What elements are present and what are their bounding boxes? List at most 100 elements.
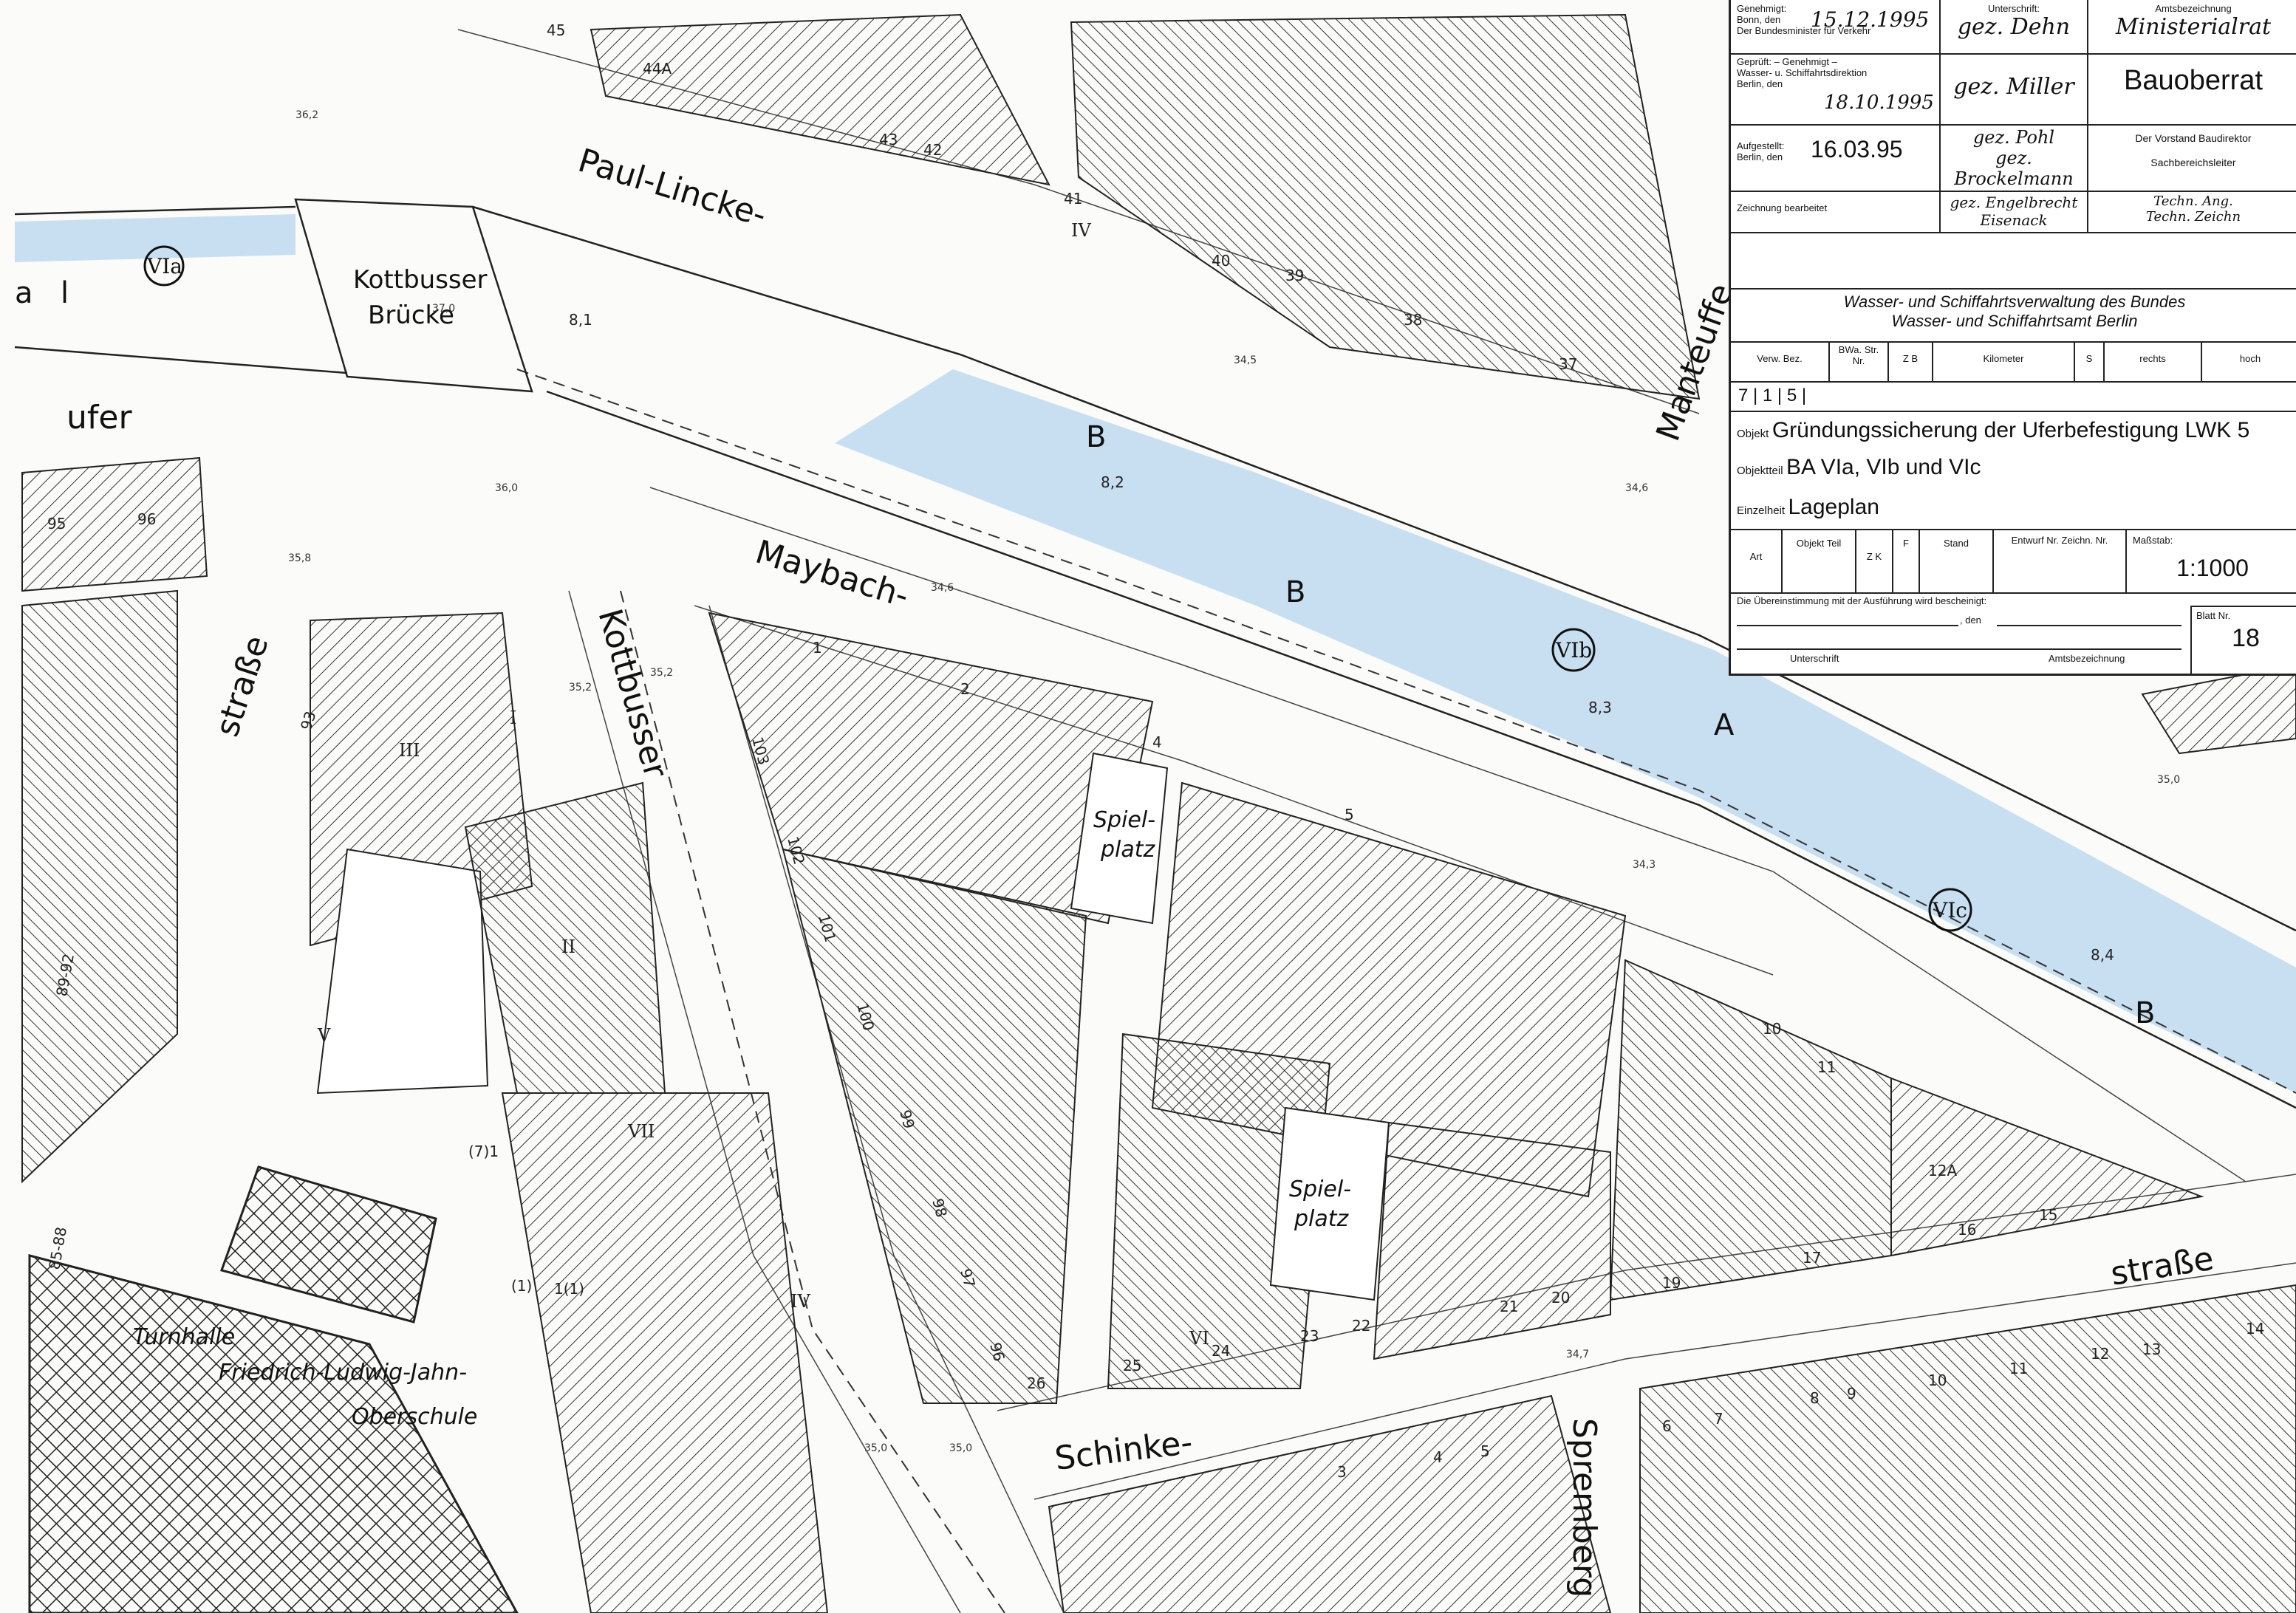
tb-hdr-rechts-text: rechts <box>2139 353 2166 364</box>
elev-1: 36,2 <box>295 109 318 121</box>
label-strasse-left: straße <box>208 631 276 741</box>
tb-sign-line-2 <box>1997 625 2181 626</box>
elev-5: 35,2 <box>650 667 673 679</box>
house-25: 25 <box>1123 1357 1141 1374</box>
house-41: 41 <box>1064 190 1082 208</box>
tb-row-geprueft: Geprüft: – Genehmigt – Wasser- u. Schiff… <box>1731 53 2296 126</box>
tb-row-genehmigt: Genehmigt: Bonn, den 15.12.1995 Der Bund… <box>1731 0 2296 55</box>
tb-zeichnung-sig-cell: gez. Engelbrecht Eisenack <box>1941 191 2088 232</box>
label-spremberg: Spremberg <box>1565 1418 1603 1597</box>
tb-zeichnung-sig4: Eisenack <box>1980 211 2048 229</box>
tb-hdr-hoch-text: hoch <box>2239 353 2261 364</box>
house-26: 26 <box>1027 1374 1045 1392</box>
tb-einzelheit-wrap: Einzelheit Lageplan <box>1737 495 1879 520</box>
house-44a: 44A <box>643 60 672 78</box>
tb-objektteil-wrap: Objektteil BA VIa, VIb und VIc <box>1737 455 1981 480</box>
tb-aufgestellt-title-cell: Der Vorstand Baudirektor Sachbereichslei… <box>2088 124 2296 191</box>
tb-hdr-bwa: BWa. Str. Nr. <box>1830 341 1889 381</box>
tb-bot-f-text: F <box>1903 538 1909 549</box>
tb-bot-stand-text: Stand <box>1944 538 1969 549</box>
elev-9: 34,3 <box>1633 859 1656 871</box>
tb-aufgestellt-date: 16.03.95 <box>1811 136 1903 162</box>
tb-row-agency: Wasser- und Schiffahrtsverwaltung des Bu… <box>1731 288 2296 343</box>
tb-genehmigt-authority: Der Bundesminister für Verkehr <box>1737 25 1871 36</box>
canal-bank-south <box>546 390 2296 1109</box>
house-13: 13 <box>2142 1340 2161 1358</box>
tb-hdr-s-text: S <box>2085 353 2093 364</box>
tb-objekt-value: Gründungssicherung der Uferbefestigung L… <box>1771 418 2250 442</box>
elev-3: 35,8 <box>288 552 311 564</box>
house-12a: 12A <box>1928 1162 1957 1179</box>
block-north-2 <box>1070 13 1701 400</box>
block-maybach-6 <box>1609 959 1892 1301</box>
tb-hdr-rechts: rechts <box>2105 341 2202 381</box>
tb-aufgestellt-label: Aufgestellt: <box>1737 140 1785 151</box>
channel-letter-1: B <box>1086 420 1106 454</box>
house-42: 42 <box>923 141 942 159</box>
tb-hdr-hoch: hoch <box>2202 341 2296 381</box>
kottbusser-bridge-outline <box>294 198 533 393</box>
block-north-1 <box>590 13 1050 186</box>
house-38: 38 <box>1404 311 1422 329</box>
label-school-2: Oberschule <box>352 1404 477 1430</box>
maybach-edge-north <box>649 487 2247 1182</box>
tb-row-spacer <box>1731 232 2296 290</box>
tb-bot-stand: Stand <box>1920 529 1994 592</box>
tb-hdr-km: Kilometer <box>1933 341 2075 381</box>
tb-hdr-bwa-text: BWa. Str. Nr. <box>1838 344 1879 366</box>
tb-bot-massstab-label: Maßstab: <box>2133 535 2173 546</box>
label-spielplatz-top-2: platz <box>1100 837 1156 863</box>
block-left-top <box>21 456 208 592</box>
house-16: 16 <box>1958 1221 1976 1239</box>
house-96: 96 <box>137 510 156 528</box>
tb-geprueft-sig: gez. Miller <box>1953 74 2074 100</box>
floor-6: VI <box>1189 1328 1209 1349</box>
tb-sign-line-1 <box>1737 625 1958 626</box>
playground-bottom <box>1269 1106 1390 1301</box>
depth-1: 8,1 <box>569 311 592 329</box>
tb-aufgestellt-sig1: gez. Pohl <box>1972 127 2055 148</box>
tb-geprueft-authority: Wasser- u. Schiffahrtsdirektion <box>1737 67 1868 78</box>
house-5: 5 <box>1480 1442 1490 1460</box>
tb-geprueft-title-cell: Bauoberrat <box>2088 53 2296 124</box>
house-17: 17 <box>1803 1249 1821 1267</box>
floor-4: IV <box>790 1291 810 1312</box>
floor-1: I <box>510 708 516 728</box>
tb-zeichnung-cell: Zeichnung bearbeitet <box>1731 191 1941 232</box>
canal-bank-left-bottom <box>14 346 348 374</box>
elev-13: 35,0 <box>2157 774 2180 786</box>
section-marker-vic: VIc <box>1932 898 1967 922</box>
tb-zeichnung-title3: Techn. Ang. <box>2153 194 2233 209</box>
tb-amtsbez-value: Ministerialrat <box>2115 14 2272 40</box>
floor-8: IV <box>1071 220 1091 241</box>
tb-blatt-value: 18 <box>2232 624 2260 652</box>
tb-bot-objekt-text: Objekt Teil <box>1796 538 1842 549</box>
section-marker-circle-vic <box>1928 888 1972 932</box>
label-spielplatz-bottom-2: platz <box>1294 1206 1350 1232</box>
section-marker-vib: VIb <box>1555 638 1592 662</box>
house-40: 40 <box>1212 252 1230 270</box>
tb-unterschrift-label: Unterschrift: <box>1987 3 2040 14</box>
tb-hdr-zb: Z B <box>1889 341 1933 381</box>
depth-4: 8,4 <box>2091 946 2114 964</box>
house-39: 39 <box>1285 267 1304 284</box>
tb-massstab-value: 1:1000 <box>2176 555 2249 581</box>
tb-zeichnung-title-cell: Techn. Ang. Techn. Zeichn <box>2088 191 2296 232</box>
tb-geprueft-date: 18.10.1995 <box>1824 92 1934 114</box>
house-4: 4 <box>1433 1448 1443 1466</box>
house-6: 6 <box>1662 1417 1672 1435</box>
tb-row-header: Verw. Bez. BWa. Str. Nr. Z B Kilometer S… <box>1731 341 2296 383</box>
tb-objekt-wrap: Objekt Gründungssicherung der Uferbefest… <box>1737 418 2249 443</box>
tb-amtsbez-cell: Amtsbezeichnung Ministerialrat <box>2088 0 2296 53</box>
house-12: 12 <box>2091 1345 2109 1363</box>
section-marker-circle-vib <box>1551 628 1596 672</box>
label-spielplatz-top-1: Spiel- <box>1093 807 1155 833</box>
tb-bot-zk: Z K <box>1856 529 1893 592</box>
house-20: 20 <box>1551 1289 1570 1307</box>
tb-zeichnung-label: Zeichnung bearbeitet <box>1737 202 1828 213</box>
tb-amtsbez-label: Amtsbezeichnung <box>2155 3 2232 14</box>
tb-amtsbez-footer: Amtsbezeichnung <box>2049 653 2125 664</box>
label-a-left: a <box>15 276 33 310</box>
channel-letter-4: A <box>1714 708 1735 742</box>
